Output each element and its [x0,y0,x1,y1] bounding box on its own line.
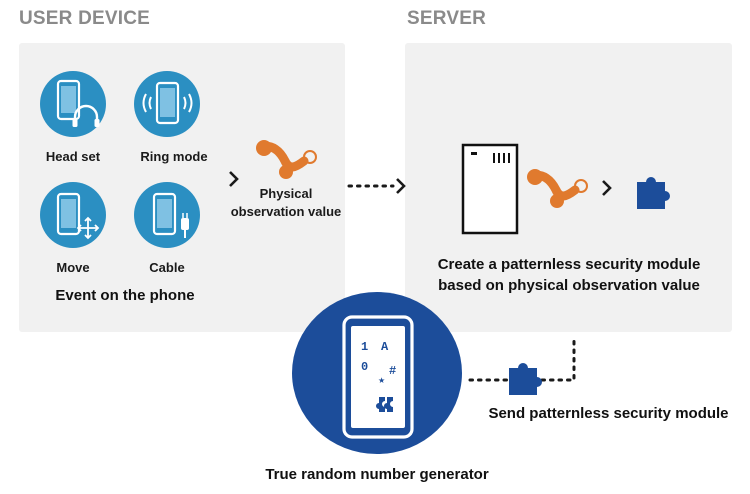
rng-phone-icon [342,315,414,439]
dotted-connector [468,334,576,382]
cable-event-circle [134,182,200,248]
headset-phone-icon [56,79,100,127]
event-label-move: Move [56,260,90,275]
rng-letter-a: A [381,340,389,354]
event-on-phone-caption: Event on the phone [55,287,195,304]
dotted-arrow [347,178,406,194]
observation-value-icon [256,140,317,179]
server-panel [405,43,732,332]
server-icon [461,143,519,235]
puzzle-piece-sent-icon [509,362,542,395]
rng-digit-1: 1 [361,340,369,354]
user-device-title: USER DEVICE [19,8,151,29]
server-caption: Create a patternless security module bas… [437,256,701,294]
event-label-cable: Cable [149,260,185,275]
observation-value-label: Physical observation value [230,186,342,219]
rng-digit-0: 0 [361,360,369,374]
chevron-right-icon [602,180,612,196]
ring-mode-event-circle [134,71,200,137]
vibrating-phone-icon [142,81,193,125]
server-title: SERVER [407,8,486,29]
rng-caption: True random number generator [265,466,489,483]
headset-event-circle [40,71,106,137]
cable-phone-icon [152,192,189,238]
observation-value-server-icon [527,169,588,208]
event-label-ring-mode: Ring mode [140,149,208,164]
move-event-circle [40,182,106,248]
rng-hash: # [389,364,397,378]
moving-phone-icon [56,192,100,240]
send-module-label: Send patternless security module [488,405,729,422]
chevron-right-icon [229,171,239,187]
rng-star-icon: ★ [378,376,386,385]
event-label-headset: Head set [45,149,101,164]
puzzle-piece-icon [637,176,670,209]
